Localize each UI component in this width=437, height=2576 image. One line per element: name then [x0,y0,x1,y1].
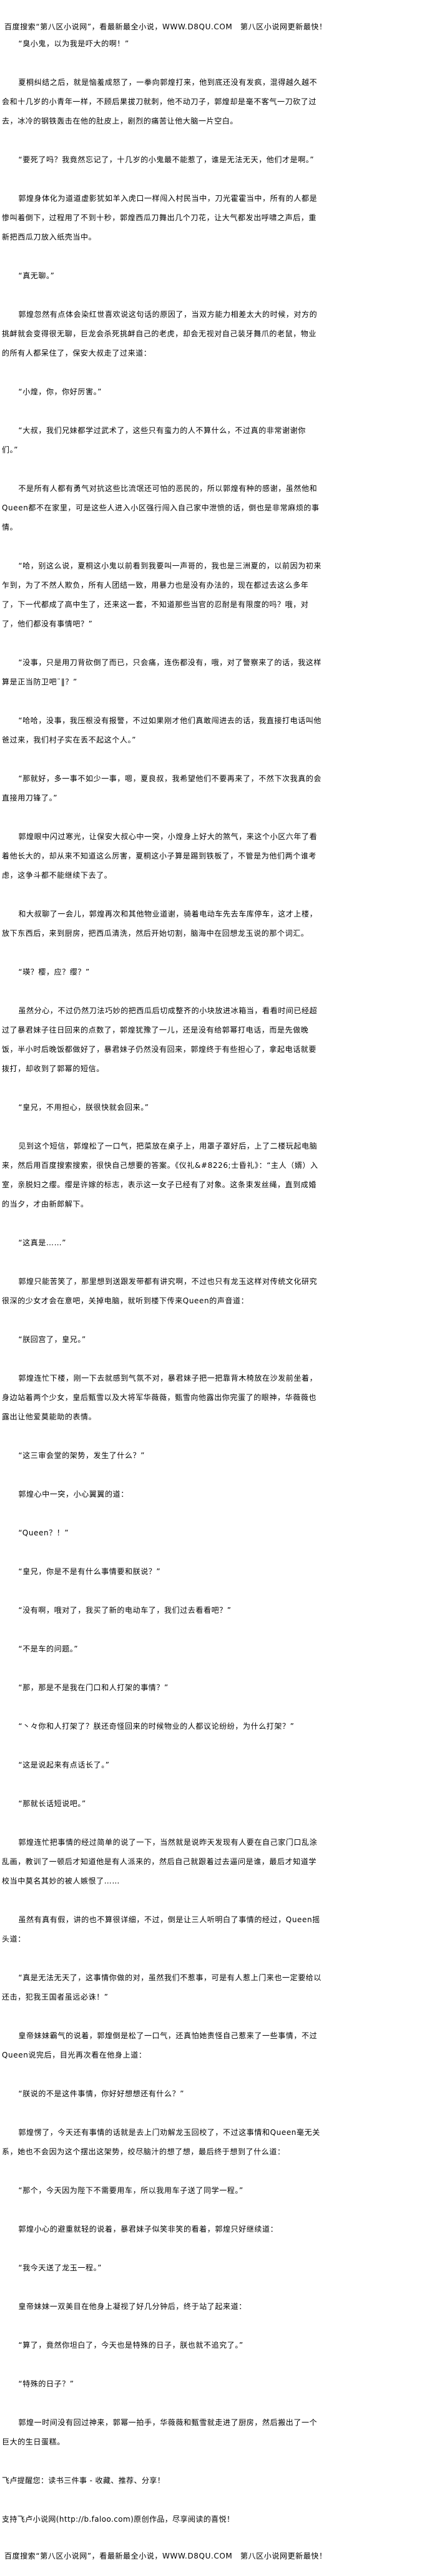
chapter-paragraph: “那就长话短说吧。” [18,1799,86,1808]
chapter-paragraph: “那个，今天因为陛下不需要用车，所以我用车子送了同学一程。” [18,2186,243,2195]
chapter-paragraph: “哈哈，没事，我压根没有报警，不过如果刚才他们真敢闯进去的话，我直接打电话叫他爸… [2,716,322,744]
chapter-paragraph: 郭煌连忙把事情的经过简单的说了一下，当然就是说昨天发现有人要在自己家门口乱涂乱画… [2,1838,318,1885]
footer-reminder: 飞卢提醒您：读书三件事 - 收藏、推荐、分享！ [2,2476,165,2485]
chapter-paragraph: “特殊的日子？” [18,2379,74,2388]
chapter-paragraph: “真无聊。” [18,271,55,280]
chapter-paragraph: “我今天送了龙玉一程。” [18,2263,102,2272]
chapter-page: 百度搜索“第八区小说网”，看最新最全小说，WWW.D8QU.COM 第八区小说网… [2,22,327,2560]
chapter-paragraph: 不是所有人都有勇气对抗这些比流氓还可怕的恶民的，所以郭煌有种的感谢，虽然他和Qu… [2,484,320,532]
chapter-paragraph: 夏桐纠结之后，就是恼羞成怒了，一拳向郭煌打来，他到底还没有发疯，混得越久越不会和… [2,78,318,125]
chapter-paragraph: “那就好，多一事不如少一事，嗯，夏良叔，我希望他们不要再来了，不然下次我真的会直… [2,774,322,802]
chapter-paragraph: “Queen？！” [18,1529,69,1537]
chapter-paragraph: 见到这个短信，郭煌松了一口气，把菜放在桌子上，用罩子罩好后，上了二楼玩起电脑来，… [2,1142,318,1208]
chapter-paragraph: “瑛？樱，应？缨？” [18,968,90,976]
chapter-paragraph: “要死了吗？我竟然忘记了，十几岁的小鬼最不能惹了，谁是无法无天，他们才是啊。” [18,155,315,164]
chapter-paragraph: “丶々你和人打架了？朕还奇怪回来的时候物业的人都议论纷纷，为什么打架？” [18,1722,295,1731]
chapter-paragraph: 郭煌一时间没有回过神来，郭幂一拍手，华薇薇和甄雪就走进了厨房，然后搬出了一个巨大… [2,2418,318,2446]
chapter-paragraph: “小煌，你，你好厉害。” [18,387,102,396]
chapter-paragraph: 虽然有真有假，讲的也不算很详细，不过，倒是让三人听明白了事情的经过，Queen摇… [2,1915,320,1943]
chapter-paragraph: “哈，别这么说，夏桐这小鬼以前看到我要叫一声哥的，我也是三洲夏的，以前因为初来乍… [2,561,322,628]
chapter-paragraph: “没有啊，哦对了，我买了新的电动车了，我们过去看看吧？” [18,1606,232,1615]
chapter-paragraph: “臭小鬼，以为我是吓大的啊！” [18,39,129,48]
chapter-paragraph: “这是说起来有点话长了。” [18,1761,110,1769]
chapter-paragraph: 皇帝妹妹一双美目在他身上凝视了好几分钟后，终于站了起来道： [18,2302,247,2311]
chapter-paragraph: “真是无法无天了，这事情你做的对，虽然我们不惹事，可是有人惹上门来也一定要给以还… [2,1973,322,2001]
chapter-paragraph: 和大叔聊了一会儿，郭煌再次和其他物业道谢，骑着电动车先去车库停车，这才上楼，放下… [2,910,318,938]
chapter-paragraph: 郭煌眼中闪过寒光，让保安大叔心中一突，小煌身上好大的煞气，来这个小区六年了看着他… [2,832,318,880]
chapter-paragraph: “算了，竟然你坦白了，今天也是特殊的日子，朕也就不追究了。” [18,2341,243,2350]
chapter-paragraph: 皇帝妹妹霸气的说着，郭煌倒是松了一口气，还真怕她责怪自己惹来了一些事情，不过Qu… [2,2031,318,2059]
chapter-paragraph: 郭煌愣了，今天还有事情的话就是去上门劝解龙玉回校了，不过这事情和Queen毫无关… [2,2128,320,2156]
chapter-paragraph: 郭煌小心的避重就轻的说着，暴君妹子似笑非笑的看着，郭煌只好继续道： [18,2225,278,2233]
bottom-site-banner: 百度搜索“第八区小说网”，看最新最全小说，WWW.D8QU.COM 第八区小说网… [4,2552,327,2560]
chapter-paragraph: “朕说的不是这件事情，你好好想想还有什么？” [18,2089,185,2098]
chapter-paragraph: “皇兄，你是不是有什么事情要和朕说？” [18,1567,161,1576]
top-site-banner: 百度搜索“第八区小说网”，看最新最全小说，WWW.D8QU.COM 第八区小说网… [4,22,327,31]
chapter-paragraph: 虽然分心，不过仍然刀法巧妙的把西瓜后切成整齐的小块放进冰箱当，看看时间已经超过了… [2,1006,318,1073]
chapter-paragraph: “皇兄，不用担心，朕很快就会回来。” [18,1103,149,1112]
footer-support-link[interactable]: 支持飞卢小说网(http://b.faloo.com)原创作品，尽享阅读的喜悦！ [2,2515,235,2524]
chapter-paragraph: 郭煌只能苦笑了，那里想到送跟发带都有讲究啊，不过也只有龙玉这样对传统文化研究很深… [2,1277,318,1305]
chapter-paragraph: “这真是……” [18,1238,67,1247]
chapter-paragraph: 郭煌连忙下楼，刚一下去就感到气氛不对，暴君妹子把一把靠背木椅放在沙发前坐着，身边… [2,1374,318,1421]
chapter-body: “臭小鬼，以为我是吓大的啊！” 夏桐纠结之后，就是恼羞成怒了，一拳向郭煌打来，他到… [2,34,322,2452]
chapter-paragraph: “大叔，我们兄妹都学过武术了，这些只有蛮力的人不算什么，不过真的非常谢谢你们。” [2,426,306,454]
chapter-paragraph: “没事，只是用刀背砍倒了而已，只会痛，连伤都没有，哦，对了警察来了的话，我这样算… [2,658,322,686]
chapter-paragraph: “朕回宫了，皇兄。” [18,1335,86,1344]
chapter-paragraph: “这三审会堂的架势，发生了什么？” [18,1451,145,1460]
chapter-paragraph: 郭煌忽然有点体会染红世喜欢说这句话的原因了，当双方能力相差太大的时候，对方的挑衅… [2,310,318,357]
chapter-paragraph: 郭煌心中一突，小心翼翼的道： [18,1490,129,1499]
chapter-paragraph: 郭煌身体化为道道虚影犹如羊入虎口一样闯入村民当中，刀光霍霍当中，所有的人都是惨叫… [2,194,318,241]
chapter-paragraph: “那，那是不是我在门口和人打架的事情？” [18,1683,169,1692]
chapter-paragraph: “不是车的问题。” [18,1645,79,1653]
